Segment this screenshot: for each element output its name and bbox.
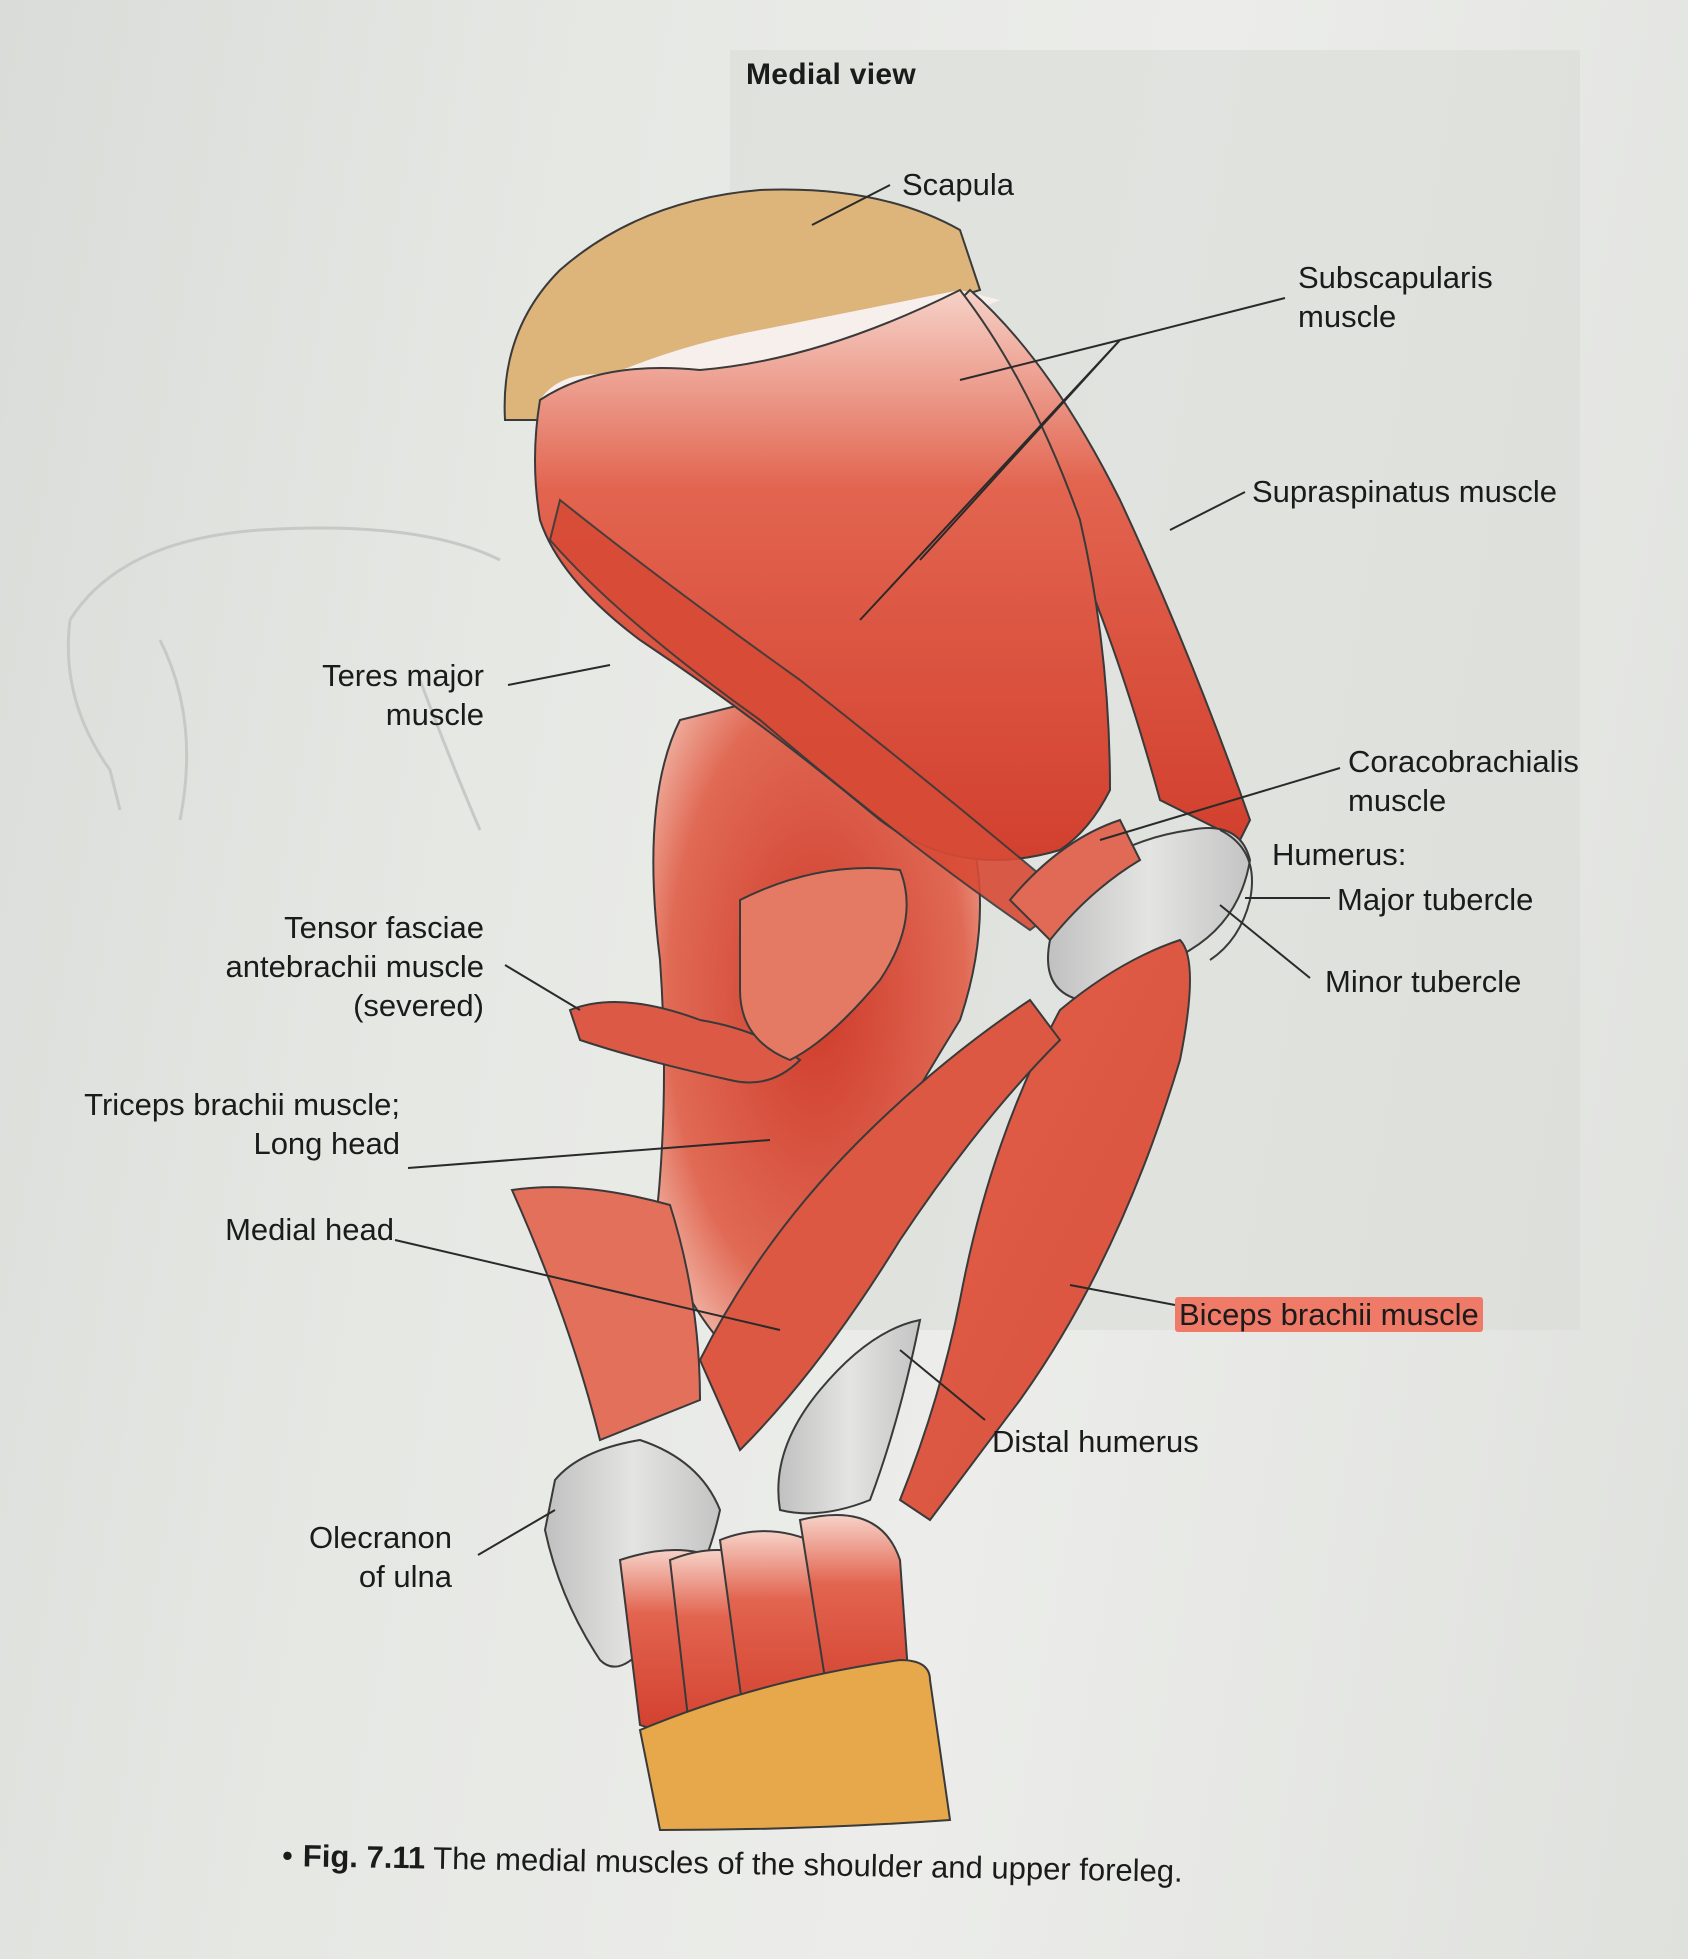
- triceps-medial-head: [698, 998, 1062, 1452]
- label-minor-tubercle: Minor tubercle: [1325, 964, 1522, 999]
- figure-title: Medial view: [746, 58, 917, 91]
- label-teres-major-line1: Teres major: [322, 658, 484, 693]
- label-olecranon-line2: of ulna: [358, 1559, 452, 1594]
- label-triceps-line2: Long head: [253, 1126, 400, 1161]
- severed-triceps-flap: [510, 1186, 702, 1442]
- distal-humerus-bone: [777, 1318, 922, 1515]
- label-biceps: Biceps brachii muscle: [1175, 1295, 1483, 1334]
- label-olecranon-line1: Olecranon: [308, 1520, 452, 1555]
- label-triceps-line1: Triceps brachii muscle;: [84, 1087, 400, 1122]
- label-supraspinatus: Supraspinatus muscle: [1252, 474, 1557, 509]
- label-tensor-fasciae: Tensor fasciae antebrachii muscle (sever…: [170, 908, 484, 1025]
- label-olecranon: Olecranon of ulna: [240, 1518, 452, 1596]
- tensor-fasciae-stump: [739, 867, 908, 1062]
- label-teres-major: Teres major muscle: [280, 656, 484, 734]
- label-tensor-fasciae-line1: Tensor fasciae: [284, 910, 484, 945]
- leader-lines: [394, 184, 1341, 1556]
- coracobrachialis-muscle: [1008, 818, 1142, 942]
- tensor-fasciae-muscle: [568, 1001, 802, 1084]
- label-coracobrachialis: Coracobrachialis muscle: [1348, 742, 1579, 820]
- label-biceps-highlight: Biceps brachii muscle: [1175, 1297, 1483, 1332]
- label-teres-major-line2: muscle: [385, 697, 484, 732]
- background-sketch: [66, 526, 501, 831]
- label-coracobrachialis-line2: muscle: [1348, 783, 1447, 818]
- label-subscapularis-line1: Subscapularis: [1298, 260, 1493, 295]
- carpal-band: [638, 1658, 952, 1832]
- label-tensor-fasciae-line2: antebrachii muscle: [225, 949, 484, 984]
- caption-number: Fig. 7.11: [302, 1838, 426, 1876]
- caption-bullet-icon: •: [281, 1838, 294, 1874]
- subscapularis-muscle: [534, 288, 1112, 861]
- label-major-tubercle: Major tubercle: [1337, 882, 1534, 917]
- label-humerus: Humerus:: [1272, 837, 1407, 872]
- scapula-cartilage: [503, 188, 982, 421]
- label-distal-humerus: Distal humerus: [992, 1424, 1199, 1459]
- label-triceps: Triceps brachii muscle; Long head: [20, 1085, 400, 1163]
- biceps-brachii-muscle: [898, 938, 1191, 1522]
- label-coracobrachialis-line1: Coracobrachialis: [1348, 744, 1579, 779]
- label-scapula: Scapula: [902, 167, 1015, 202]
- label-subscapularis-line2: muscle: [1298, 299, 1397, 334]
- label-subscapularis: Subscapularis muscle: [1298, 258, 1493, 336]
- tubercle-outline: [1209, 829, 1253, 961]
- label-medial-head: Medial head: [225, 1212, 394, 1247]
- label-tensor-fasciae-line3: (severed): [353, 988, 484, 1023]
